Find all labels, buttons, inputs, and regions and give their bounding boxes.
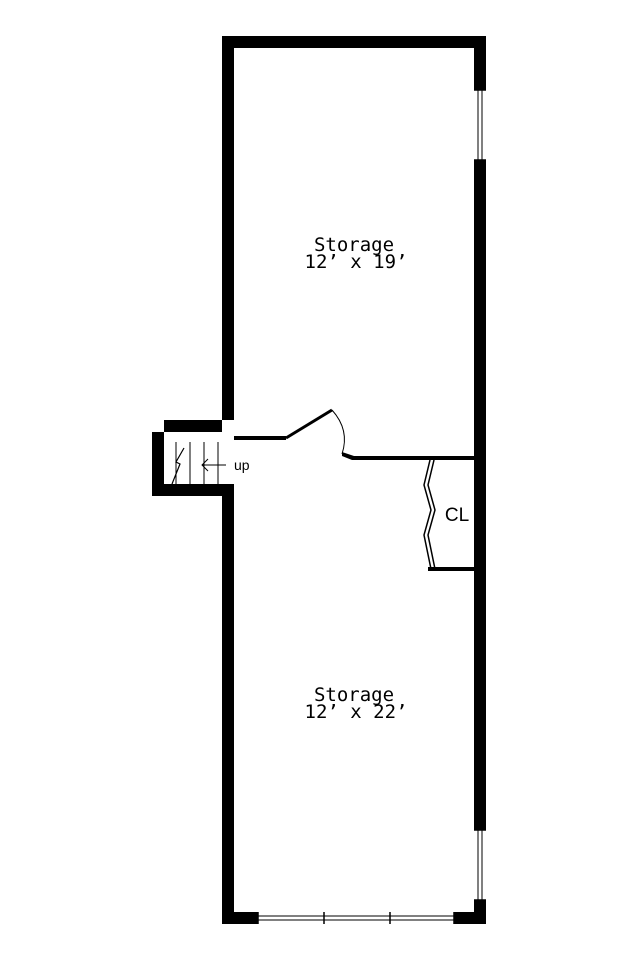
door-leaf (285, 408, 333, 440)
stair-break-line (171, 447, 185, 485)
labels: Storage 12’ x 19’ Storage 12’ x 22’ CL u… (234, 234, 469, 723)
room-dimensions-lower-storage: 12’ x 22’ (305, 701, 408, 723)
door[interactable] (285, 408, 345, 455)
exterior-wall (152, 36, 486, 924)
window-right-upper (474, 89, 486, 161)
exterior-walls (152, 36, 486, 924)
closet (423, 456, 474, 571)
window-right-lower (474, 829, 486, 901)
stair-direction-label: up (234, 457, 250, 473)
room-label-upper-storage: Storage (314, 234, 394, 256)
stairs[interactable] (171, 442, 226, 485)
door-swing-arc (331, 409, 345, 455)
window-bottom (257, 912, 455, 924)
windows (257, 89, 486, 924)
room-dimensions-upper-storage: 12’ x 19’ (305, 251, 408, 273)
closet-wall-bottom (428, 567, 474, 571)
closet-label: CL (445, 505, 469, 526)
stair-up-arrow (201, 458, 226, 472)
closet-bifold-door[interactable] (423, 459, 436, 570)
partition-wall-left (234, 436, 286, 440)
closet-wall-top (428, 456, 474, 460)
room-label-lower-storage: Storage (314, 684, 394, 706)
